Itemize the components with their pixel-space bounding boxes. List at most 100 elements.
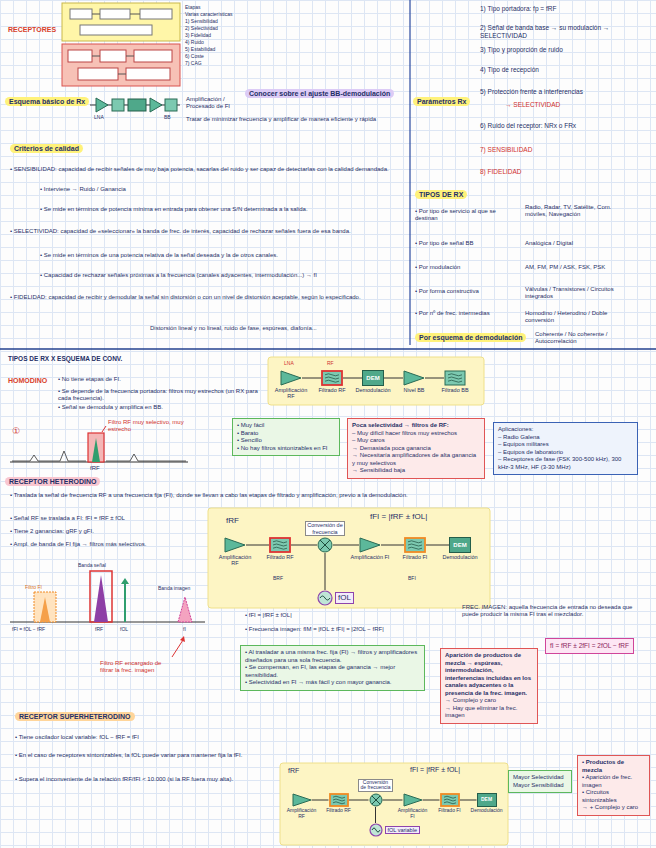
note-text: • Tiene 2 ganancias: gRF y gFI. [10, 528, 205, 535]
filter-wave [273, 547, 287, 549]
block-text: RECEPTOR HETERODINO [9, 478, 96, 485]
signal-wire [425, 378, 444, 379]
block-text: • Muy fácil [237, 422, 335, 430]
divider-line [409, 0, 410, 345]
mixer-circle [370, 794, 382, 806]
amp-symbol [224, 537, 246, 553]
rect-shape [70, 9, 92, 19]
note-text: Coherente / No coherente / Autocorrelaci… [535, 331, 635, 345]
picture-panel [62, 3, 180, 41]
filter-wave [333, 799, 345, 801]
note-text: • FIDELIDAD: capacidad de recibir y demo… [10, 294, 405, 301]
note-text: 3) Fidelidad [185, 32, 211, 38]
cons-box: • Productos de mezcla• Aparición de frec… [577, 755, 650, 816]
block-text: Amplificación RF [284, 808, 319, 820]
block-text: Filtrado RF [318, 387, 345, 393]
oscillator-circle [370, 824, 382, 836]
block-text: Parámetros Rx [417, 98, 466, 105]
amplifier-triangle [225, 538, 245, 552]
rect-shape [100, 50, 126, 62]
signal-peak [94, 575, 108, 622]
cons-box: Poca selectividad → filtros de RF:– Muy … [347, 418, 485, 479]
note-text: • Interviene → Ruido / Ganancia [40, 186, 340, 193]
block-text: • Barato [237, 430, 335, 438]
filter-wave [448, 380, 462, 382]
diagram-panel [208, 508, 490, 608]
oscillator-circle [318, 591, 332, 605]
filter-wave [448, 374, 462, 376]
osc-block: fOL variable [369, 823, 420, 837]
block-text: – Equipos de laboratorio [498, 449, 633, 457]
note-text: 5) Protección frente a interferencias [480, 88, 650, 96]
block-text: – Radio Galena [498, 434, 633, 442]
note-text: • Frecuencia imagen: fIM = |fOL ± fFI| =… [245, 626, 455, 633]
picture-panel [62, 44, 180, 86]
highlight-heading: RECEPTOR HETERODINO [5, 477, 100, 486]
filt-block: Filtrado RF [313, 370, 351, 393]
pros-box: Mayor SelectividadMayor Sensibilidad [508, 770, 572, 793]
signal-wire [333, 545, 359, 546]
sine-wave [320, 596, 330, 600]
cons-box: Aparición de productos de mezcla → espúr… [440, 648, 538, 724]
note-text: fRF [288, 767, 299, 775]
note-text: AM, FM, PM / ASK, FSK, PSK [525, 264, 635, 271]
signal-peak [92, 438, 100, 462]
note-text: • Supera el inconveniente de la relación… [15, 776, 275, 783]
filter-window [88, 433, 104, 462]
line-shape [118, 74, 126, 75]
filt-symbol [321, 370, 343, 386]
filter-wave [448, 377, 462, 379]
block-text: • Al trasladar a una misma frec. fija (F… [245, 649, 420, 664]
note-text: fOL [120, 626, 128, 632]
filt-symbol [404, 537, 426, 553]
signal-wire [381, 545, 404, 546]
mix-block: Conversión de frecuencia [358, 779, 393, 808]
filt-symbol [329, 793, 349, 807]
note-text: 6) Coste [185, 53, 204, 59]
highlight-heading: RECEPTOR SUPERHETERODINO [15, 712, 135, 721]
note-text: Filtro RF encargado de filtrar la frec. … [100, 660, 170, 674]
block-text: • No hay filtros sintonizables en FI [237, 445, 335, 453]
line-shape [92, 14, 100, 15]
block-text: Aparición de productos de mezcla → espúr… [445, 652, 533, 697]
note-text: Tratar de minimizar frecuencia y amplifi… [186, 116, 401, 123]
block-text: Amplificación FI [351, 554, 390, 560]
note-text: fFI = |fRF ± fOL| [370, 512, 427, 522]
amp-symbol [359, 537, 381, 553]
formula-box: fI = fRF ± 2fFI = 2fOL − fRF [545, 638, 634, 654]
block-text: → Demasiada poca ganancia [352, 445, 480, 453]
block-text: Demodulación [355, 387, 390, 393]
note-text: fFI = fOL − fRF [12, 626, 45, 632]
dem-block: DEM Demodulación [354, 370, 392, 393]
filter-box [330, 794, 348, 806]
block-text: Demodulación [471, 808, 503, 814]
note-text: BB [164, 114, 171, 120]
block-text: • Selectividad en FI → más fácil y con m… [245, 679, 420, 687]
filter-wave [333, 796, 345, 798]
block-text: DEM [453, 542, 466, 549]
demodulator-box: DEM [362, 370, 384, 386]
amp-symbol [403, 793, 423, 807]
block-text: Mayor Sensibilidad [513, 782, 567, 790]
note-text: • SENSIBILIDAD: capacidad de recibir señ… [10, 166, 405, 173]
demodulator-box: DEM [449, 537, 471, 553]
filt-symbol [444, 370, 466, 386]
block-text: DEM [366, 375, 379, 382]
highlight-heading: Conocer sobre el ajuste BB-demodulación [245, 89, 394, 98]
dem-block: DEMDemodulación [469, 793, 504, 814]
rect-shape [140, 9, 172, 19]
filter-wave [408, 544, 422, 546]
signal-wire [325, 553, 326, 590]
rect-shape [134, 50, 172, 62]
rect-shape [68, 50, 92, 62]
signal-wire [426, 545, 449, 546]
note-text: 7) SENSIBILIDAD [480, 146, 532, 154]
block-text: • Productos de mezcla [582, 759, 645, 774]
rect-shape [80, 25, 152, 35]
amp-symbol [280, 370, 302, 386]
filt-block: Filtrado BB [436, 370, 474, 393]
line-shape [92, 56, 100, 57]
block-text: • Sencillo [237, 437, 335, 445]
rect-shape [112, 99, 124, 111]
note-text: 5) Estabilidad [185, 46, 215, 52]
